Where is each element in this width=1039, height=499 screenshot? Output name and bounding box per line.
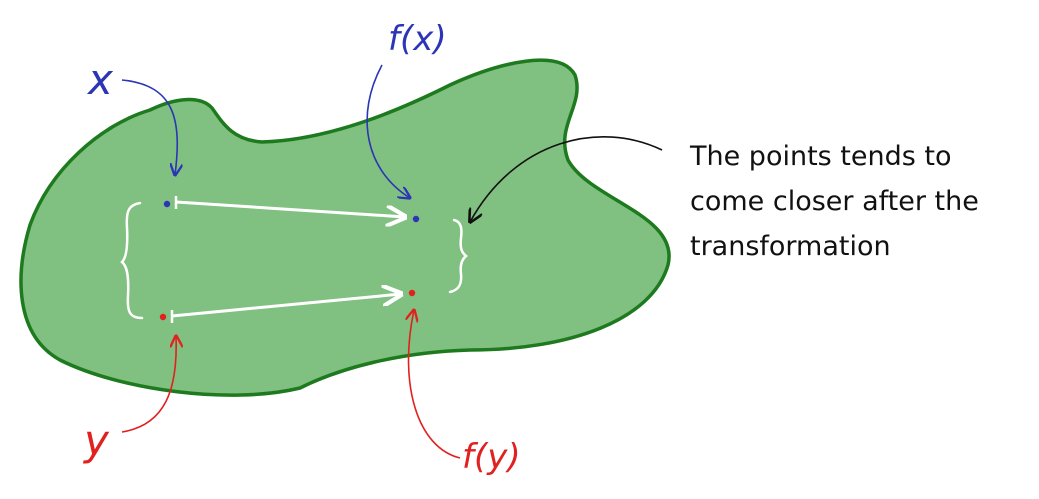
label-x: x [86,55,114,104]
point-x [163,200,171,208]
label-y: y [82,416,110,465]
pointer-arrow-fx [366,64,410,198]
map-arrow-x [174,196,405,217]
label-fx: f(x) [388,19,447,59]
annotation-line-3: transformation [690,231,891,262]
annotation-line-1: The points tends to [690,141,952,172]
point-fy [408,289,416,297]
space-region [19,58,671,397]
point-y [159,313,167,321]
annotation-text: The points tends to come closer after th… [690,134,1030,269]
pointer-arrow-note [470,136,663,222]
point-fx [412,215,420,223]
label-fy: f(y) [462,437,521,477]
annotation-line-2: come closer after the [690,186,979,217]
map-arrow-y [170,294,401,323]
pointer-arrow-x [121,79,177,175]
pointer-arrow-y [121,336,176,433]
right-distance-brace [448,218,468,294]
pointer-arrow-fy [409,310,461,459]
left-distance-brace [120,201,144,320]
